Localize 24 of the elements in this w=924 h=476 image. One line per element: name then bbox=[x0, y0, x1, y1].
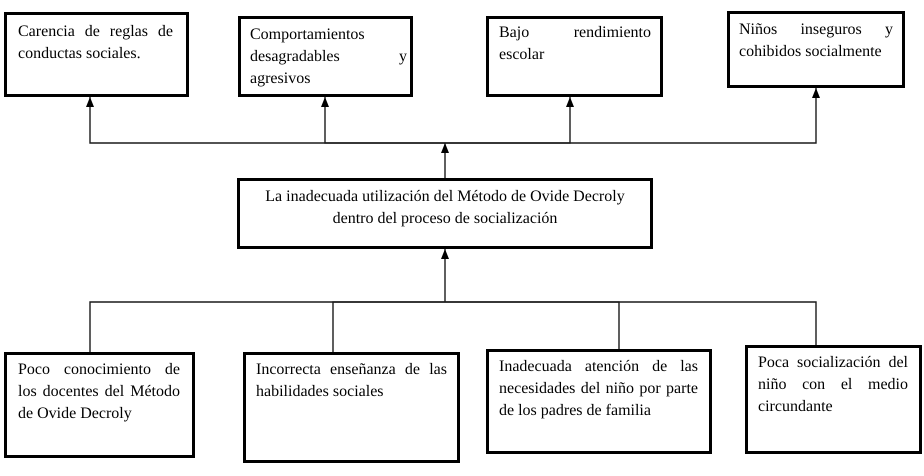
text-box bbox=[237, 178, 653, 249]
box-text: Inadecuada atención de las necesidades del niño por parte de los padres de familia bbox=[499, 357, 698, 421]
box-text: Carencia de reglas de conductas sociales. bbox=[18, 22, 173, 64]
text-box bbox=[243, 352, 460, 463]
box-text: Bajo rendimiento escolar bbox=[499, 23, 651, 65]
text-box bbox=[486, 16, 663, 97]
box-text: Niños inseguros y cohibidos socialmente bbox=[739, 20, 893, 62]
text-box bbox=[745, 345, 922, 454]
box-text: Poco conocimiento de los docentes del Método de Ovide Decroly bbox=[18, 360, 180, 424]
arrow bbox=[321, 97, 445, 144]
box-text: Incorrecta enseñanza de las habilidades sociales bbox=[256, 360, 447, 402]
box-text: Comportamientos desagradables y agresivos bbox=[250, 25, 407, 89]
arrow bbox=[441, 249, 449, 302]
connector-line bbox=[332, 301, 445, 352]
connector-line bbox=[445, 301, 817, 345]
box-text: Poca socialización del niño con el medio circundante bbox=[758, 353, 908, 417]
text-box bbox=[238, 16, 413, 97]
text-box bbox=[4, 352, 195, 458]
text-box bbox=[727, 11, 905, 88]
box-text: La inadecuada utilización del Método de Ovide Decroly dentro del proceso de socialización bbox=[264, 187, 626, 229]
arrow bbox=[445, 88, 820, 144]
arrow bbox=[441, 143, 449, 178]
text-box bbox=[486, 349, 712, 454]
text-box bbox=[4, 12, 189, 97]
